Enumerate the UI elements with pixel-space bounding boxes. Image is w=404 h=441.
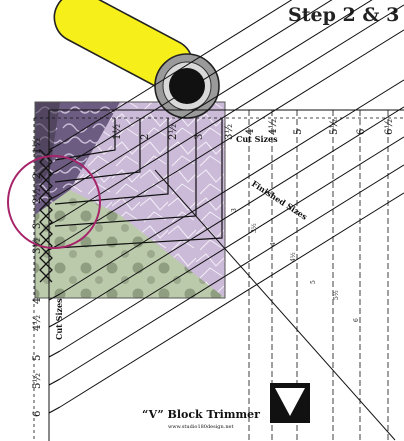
left-cut-size-tick: 6	[32, 411, 43, 417]
finished-sizes-label: Finished Sizes	[250, 178, 310, 222]
finished-size-tick: 4½	[290, 252, 297, 262]
left-cut-size-tick: 3½	[32, 238, 43, 254]
inner-tick: 1½	[112, 124, 123, 140]
left-cut-size-tick: 2½	[32, 188, 43, 204]
inner-tick: 2½	[168, 124, 179, 140]
inner-tick: 3	[194, 134, 205, 140]
top-cut-size-tick: 5	[293, 129, 304, 135]
left-cut-size-tick: 1½	[32, 138, 43, 154]
website: www.studio180design.net	[168, 424, 234, 430]
finished-size-tick: 6	[353, 318, 360, 322]
finished-size-tick: 4	[270, 242, 277, 246]
product-name: “V” Block Trimmer	[142, 408, 260, 421]
left-cut-size-tick: 3	[32, 223, 43, 229]
left-cut-size-tick: 4	[32, 298, 43, 304]
finished-size-tick: 3½	[251, 223, 258, 233]
inner-tick: 2	[140, 134, 151, 140]
highlight-circle	[7, 155, 101, 249]
cut-sizes-left-label: Cut Sizes	[54, 298, 64, 340]
top-cut-size-tick: 6	[356, 129, 367, 135]
inner-tick: 3½	[224, 124, 235, 140]
top-cut-size-tick: 5½	[329, 119, 340, 135]
left-cut-size-tick: 4½	[32, 315, 43, 331]
left-cut-size-tick: 5	[32, 355, 43, 361]
finished-size-tick: 5½	[333, 290, 340, 300]
top-cut-size-tick: 6½	[384, 119, 395, 135]
triangle-logo-icon	[270, 383, 310, 423]
top-cut-size-tick: 4	[245, 129, 256, 135]
finished-size-tick: 5	[310, 280, 317, 284]
top-cut-size-tick: 4½	[268, 119, 279, 135]
left-cut-size-tick: 5½	[32, 373, 43, 389]
finished-size-tick: 3	[231, 208, 238, 212]
rotary-cutter	[53, 0, 220, 119]
left-cut-size-tick: 2	[32, 173, 43, 179]
cut-sizes-top-label: Cut Sizes	[236, 134, 278, 144]
